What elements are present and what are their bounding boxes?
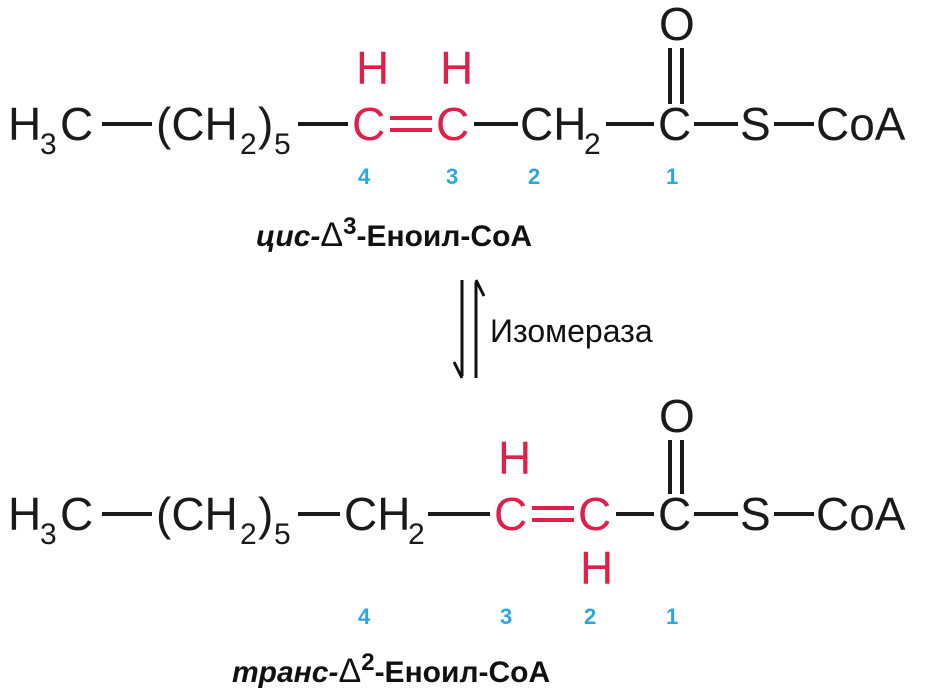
bottom-ch2-c4-subscript: 2 bbox=[408, 518, 425, 551]
bottom-h3c-c: C bbox=[60, 488, 93, 540]
top-hydrogen-c3: H bbox=[440, 42, 473, 94]
top-carbon-4: C bbox=[352, 98, 385, 150]
bottom-compound-name: транс-Δ2-Еноил-CoA bbox=[232, 649, 550, 690]
top-repeat-5: 5 bbox=[274, 128, 291, 161]
bottom-coa: CoA bbox=[816, 488, 906, 540]
down-arrow-head bbox=[452, 361, 464, 379]
bottom-h3c-subscript: 3 bbox=[40, 518, 57, 551]
top-hydrogen-c4: H bbox=[356, 42, 389, 94]
bottom-close-paren: ) bbox=[258, 488, 273, 540]
bottom-number-3: 3 bbox=[500, 604, 512, 629]
bottom-ch2-c4: CH bbox=[344, 488, 410, 540]
trans-enoyl-coa-structure: H 3 C (CH 2 ) 5 CH 2 C H C H C O S CoA 4… bbox=[8, 390, 906, 629]
bottom-number-4: 4 bbox=[358, 604, 371, 629]
top-carbonyl-oxygen: O bbox=[659, 0, 695, 50]
bottom-h3c-h: H bbox=[8, 488, 41, 540]
bottom-carbonyl-oxygen: O bbox=[659, 390, 695, 442]
top-name-delta: Δ bbox=[320, 216, 343, 254]
bottom-name-suffix: -Еноил-CoA bbox=[375, 656, 551, 689]
equilibrium-arrows bbox=[452, 279, 486, 379]
top-number-2: 2 bbox=[528, 164, 540, 189]
top-number-3: 3 bbox=[446, 164, 458, 189]
top-carbonyl-carbon: C bbox=[658, 98, 691, 150]
bottom-number-1: 1 bbox=[666, 604, 678, 629]
top-number-1: 1 bbox=[666, 164, 678, 189]
top-h3c-subscript: 3 bbox=[40, 128, 57, 161]
bottom-carbon-2: C bbox=[578, 488, 611, 540]
top-h3c-c: C bbox=[60, 98, 93, 150]
top-number-4: 4 bbox=[358, 164, 371, 189]
bottom-carbon-3: C bbox=[494, 488, 527, 540]
bottom-name-delta: Δ bbox=[338, 652, 361, 690]
enzyme-label: Изомераза bbox=[490, 313, 653, 349]
bottom-name-superscript: 2 bbox=[361, 649, 374, 676]
bottom-number-2: 2 bbox=[584, 604, 596, 629]
bottom-ch2-group: (CH bbox=[156, 488, 238, 540]
top-ch2-c2: CH bbox=[520, 98, 586, 150]
bottom-hydrogen-c2: H bbox=[580, 542, 613, 594]
top-sulfur: S bbox=[740, 98, 771, 150]
top-ch2-group: (CH bbox=[156, 98, 238, 150]
top-coa: CoA bbox=[816, 98, 906, 150]
top-name-prefix: цис- bbox=[256, 220, 320, 253]
cis-enoyl-coa-structure: H 3 C (CH 2 ) 5 C H C H CH 2 C O S CoA 4… bbox=[8, 0, 906, 189]
bottom-hydrogen-c3: H bbox=[498, 432, 531, 484]
top-ch2-c2-subscript: 2 bbox=[584, 128, 601, 161]
top-carbon-3: C bbox=[436, 98, 469, 150]
top-close-paren: ) bbox=[258, 98, 273, 150]
bottom-sulfur: S bbox=[740, 488, 771, 540]
top-h3c-h: H bbox=[8, 98, 41, 150]
top-name-suffix: -Еноил-CoA bbox=[356, 220, 532, 253]
bottom-repeat-5: 5 bbox=[274, 518, 291, 551]
bottom-ch2-subscript: 2 bbox=[240, 518, 257, 551]
top-ch2-subscript: 2 bbox=[240, 128, 257, 161]
top-compound-name: цис-Δ3-Еноил-CoA bbox=[256, 213, 532, 254]
bottom-carbonyl-carbon: C bbox=[658, 488, 691, 540]
top-name-superscript: 3 bbox=[343, 213, 356, 240]
up-arrow-head bbox=[474, 279, 486, 297]
bottom-name-prefix: транс- bbox=[232, 656, 338, 689]
